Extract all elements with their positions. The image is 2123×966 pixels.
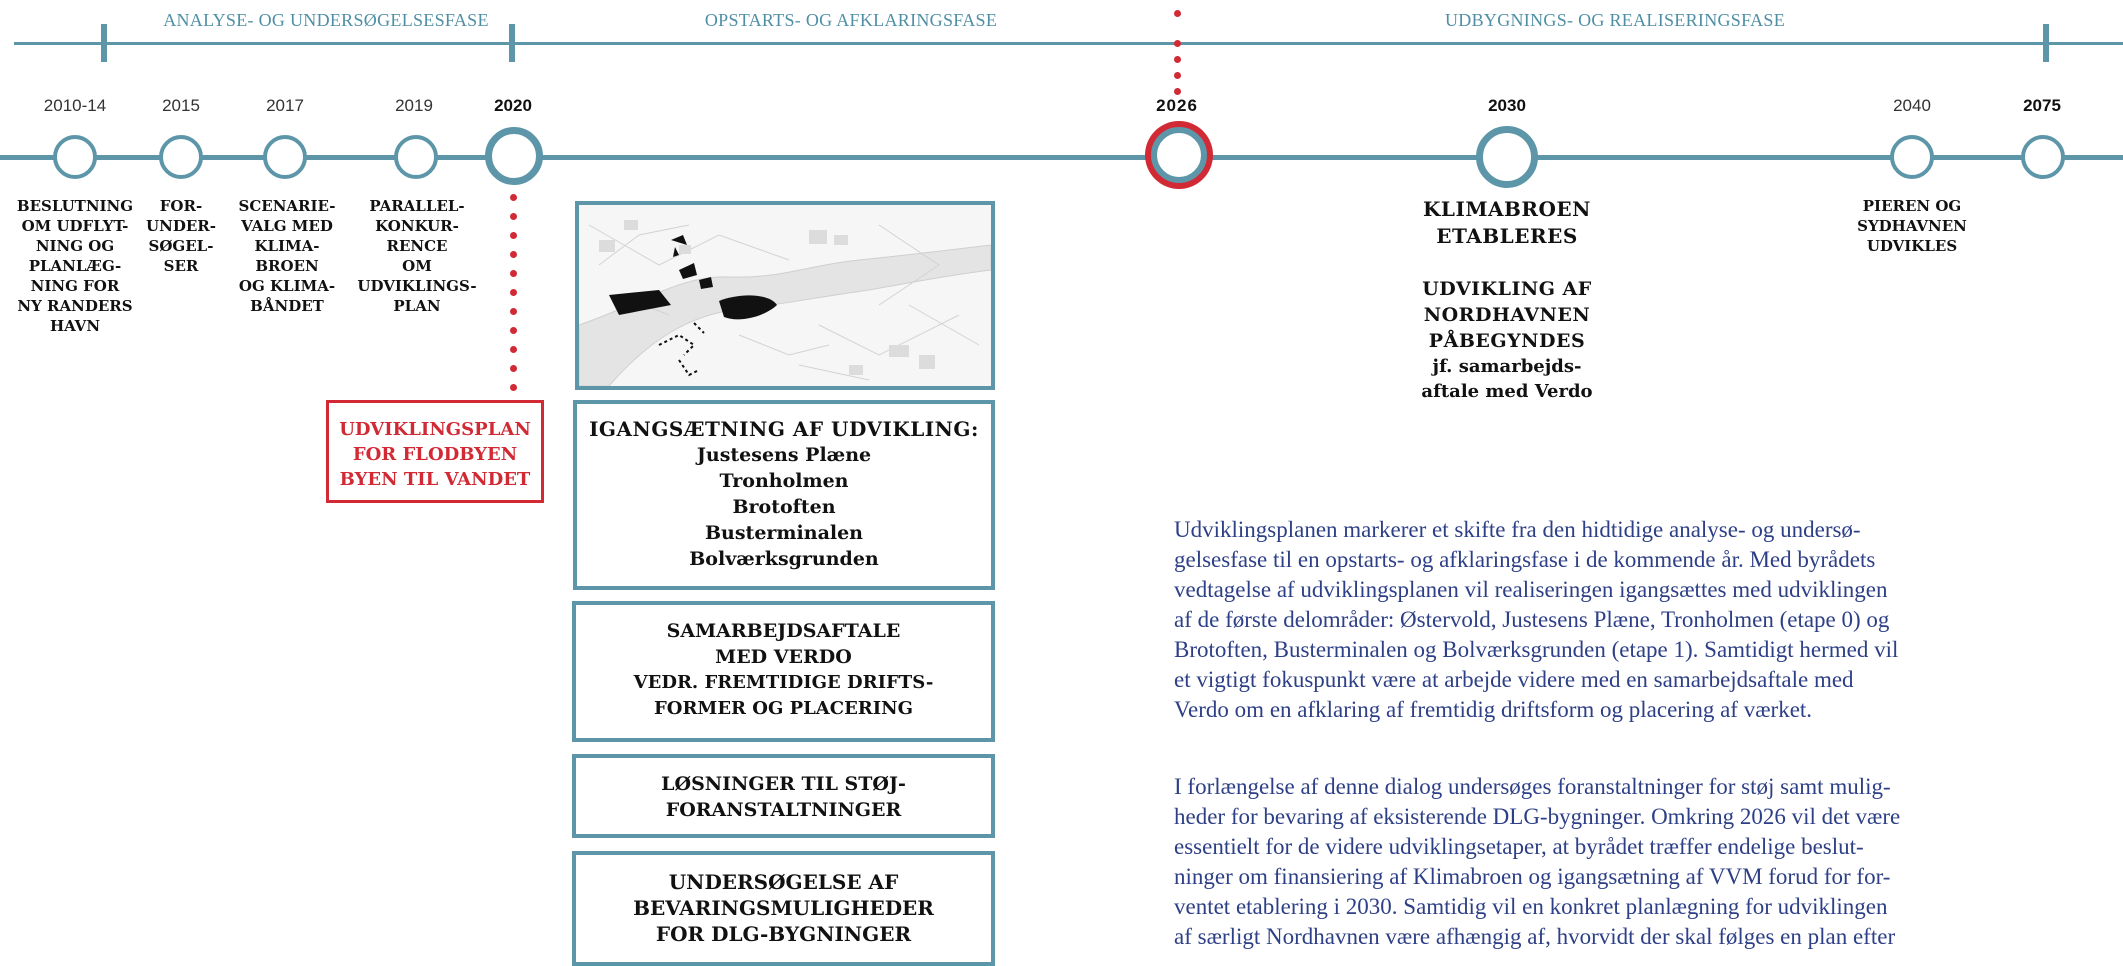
marker-dot — [510, 251, 517, 258]
dlg-box: UNDERSØGELSE AF BEVARINGSMULIGHEDER FOR … — [572, 851, 995, 966]
event-label-2015: FOR-UNDER-SØGEL-SER — [146, 197, 216, 275]
year-label: 2030 — [1488, 96, 1526, 115]
phase-divider — [101, 24, 107, 62]
phase-axis-line — [14, 42, 2123, 45]
marker-dot — [1174, 40, 1181, 47]
marker-dot — [1174, 88, 1181, 95]
marker-dot — [510, 289, 517, 296]
marker-dot — [510, 346, 517, 353]
site-map-illustration — [579, 205, 991, 386]
timeline-node-2030 — [1476, 126, 1538, 188]
marker-dot — [1174, 10, 1181, 17]
marker-dot — [510, 194, 517, 201]
marker-dot — [510, 327, 517, 334]
phase-divider — [509, 24, 515, 62]
samarbejdsaftale-box: SAMARBEJDSAFTALE MED VERDO VEDR. FREMTID… — [572, 601, 995, 742]
year-label: 2075 — [2023, 96, 2061, 115]
body-paragraph-2: I forlængelse af denne dialog undersøges… — [1174, 774, 1901, 949]
year-label: 2040 — [1893, 96, 1931, 115]
year-label: 2019 — [395, 96, 433, 115]
marker-dot — [1174, 56, 1181, 63]
year-label: 2017 — [266, 96, 304, 115]
phase-divider — [2043, 24, 2049, 62]
timeline-node — [394, 135, 438, 179]
year-label: 2015 — [162, 96, 200, 115]
year-label: 2020 — [494, 96, 532, 115]
site-map — [575, 201, 995, 390]
body-paragraph-1: Udviklingsplanen markerer et skifte fra … — [1174, 517, 1899, 722]
phase-label-startup: OPSTARTS- OG AFKLARINGSFASE — [704, 10, 998, 30]
igangsaetning-box: IGANGSÆTNING AF UDVIKLING: Justesens Plæ… — [573, 400, 995, 590]
timeline-node-2020 — [485, 127, 543, 185]
phase-label-analysis: ANALYSE- OG UNDERSØGELSESFASE — [163, 10, 489, 30]
timeline-node — [263, 135, 307, 179]
marker-dot — [510, 365, 517, 372]
stoej-box: LØSNINGER TIL STØJ- FORANSTALTNINGER — [572, 754, 995, 838]
timeline-node — [2021, 135, 2065, 179]
marker-dot — [510, 232, 517, 239]
marker-dot — [1174, 72, 1181, 79]
marker-dot — [510, 270, 517, 277]
timeline-axis — [0, 155, 2123, 160]
phase-label-build: UDBYGNINGS- OG REALISERINGSFASE — [1445, 10, 1785, 30]
year-label: 2026 — [1156, 96, 1198, 115]
year-label: 2010-14 — [43, 96, 107, 115]
timeline-node — [53, 135, 97, 179]
marker-dot — [510, 308, 517, 315]
timeline-node — [1890, 135, 1934, 179]
marker-dot — [510, 213, 517, 220]
verdo-note: jf. samarbejds-aftale med Verdo — [1421, 356, 1593, 402]
timeline-node — [159, 135, 203, 179]
marker-dot — [510, 384, 517, 391]
timeline-node-2026 — [1151, 127, 1207, 183]
